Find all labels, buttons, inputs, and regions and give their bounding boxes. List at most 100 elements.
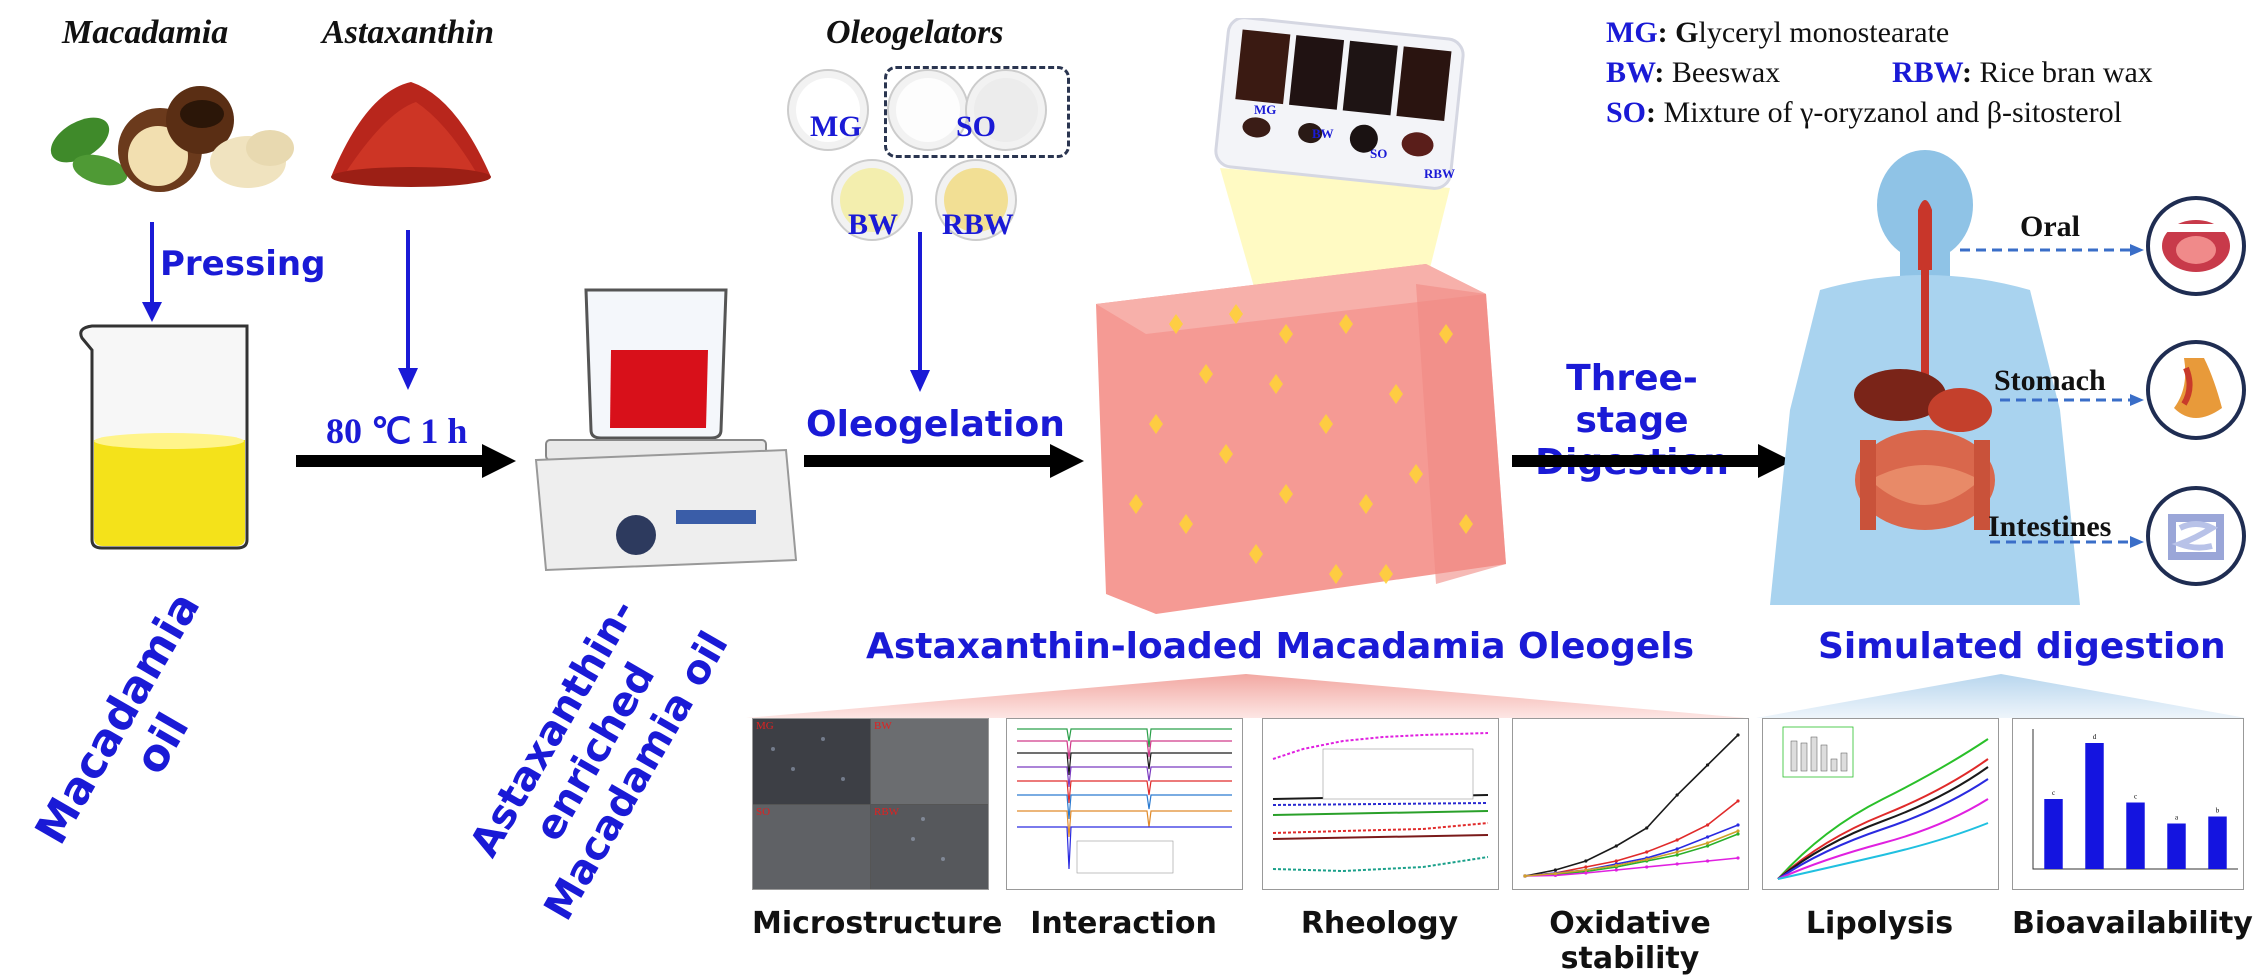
ox-data-point — [1614, 863, 1618, 868]
rheology-panel — [1262, 718, 1499, 890]
ox-data-point — [1584, 859, 1588, 863]
body-leader-lines — [1960, 244, 2144, 548]
ox-data-point — [1736, 856, 1740, 860]
micro-label-rbw: RBW — [874, 806, 900, 818]
oleogels-wedge — [746, 674, 1746, 718]
gelator-so: SO — [956, 110, 997, 143]
ox-data-point — [1675, 850, 1679, 854]
jar-label-so: SO — [1370, 146, 1388, 161]
ox-data-point — [1705, 835, 1710, 839]
hotplate-stirrer-image — [534, 288, 798, 572]
gelator-mg: MG — [810, 110, 862, 143]
ox-data-point — [1736, 829, 1740, 833]
ox-data-point — [1523, 874, 1527, 878]
ox-data-point — [1614, 868, 1618, 872]
ox-data-point — [1553, 872, 1558, 876]
astaxanthin-label: Astaxanthin — [322, 14, 494, 51]
ox-data-point — [1736, 832, 1740, 836]
legend-so: SO: Mixture of γ-oryzanol and β-sitoster… — [1606, 96, 2122, 129]
digestion-arrow — [1512, 444, 1792, 478]
ox-data-point — [1675, 793, 1679, 797]
ox-data-point — [1705, 844, 1710, 848]
gelator-bw: BW — [848, 208, 899, 241]
ox-data-point — [1675, 847, 1679, 851]
interaction-panel — [1006, 718, 1243, 890]
ox-data-point — [1645, 857, 1649, 862]
caption-rheology: Rheology — [1300, 906, 1459, 941]
ox-data-point — [1736, 733, 1740, 737]
bio-bar — [2208, 816, 2227, 869]
oral-label: Oral — [2020, 210, 2080, 243]
legend-so-key: SO — [1606, 96, 1647, 129]
heating-label: 80 ℃ 1 h — [326, 411, 468, 451]
enriched-oil-label: Astaxanthin-enriched Macadamia oil — [425, 530, 765, 974]
caption-oxidative-stability: Oxidative stability — [1549, 906, 1711, 976]
digestion-step-line1: Three-stage — [1566, 358, 1698, 441]
legend-so-text: Mixture of γ-oryzanol and β-sitosterol — [1663, 96, 2122, 129]
caption-interaction: Interaction — [1030, 906, 1217, 941]
stomach-label: Stomach — [1994, 364, 2106, 397]
bio-sig-letter: b — [2216, 807, 2220, 815]
pressing-label: Pressing — [160, 244, 326, 284]
ox-data-point — [1584, 868, 1588, 872]
bio-bar — [2126, 802, 2145, 869]
ox-data-point — [1614, 859, 1618, 863]
oral-icon — [2146, 196, 2246, 296]
bio-bar — [2167, 823, 2186, 869]
legend-mg-letter: G — [1675, 16, 1699, 49]
ox-data-point — [1705, 763, 1710, 767]
oleogelator-dishes — [787, 69, 1047, 241]
ox-data-point — [1645, 850, 1649, 854]
microstructure-panel — [752, 718, 989, 890]
ox-data-point — [1614, 844, 1618, 848]
caption-lipolysis: Lipolysis — [1805, 906, 1954, 941]
bio-bar — [2044, 799, 2063, 869]
legend-bw-text: Beeswax — [1671, 56, 1781, 89]
bio-sig-letter: d — [2093, 733, 2097, 741]
oleogels-section-title: Astaxanthin-loaded Macadamia Oleogels — [866, 626, 1695, 667]
ox-series-line — [1524, 830, 1739, 877]
human-body-digestive-image — [1770, 150, 2080, 605]
legend-mg: MG: Glyceryl monostearate — [1606, 16, 1950, 49]
intestines-label: Intestines — [1988, 510, 2112, 543]
digestion-section-title: Simulated digestion — [1818, 626, 2226, 667]
oleogel-jars-photo — [1214, 18, 1465, 308]
stomach-icon — [2146, 340, 2246, 440]
ox-data-point — [1584, 865, 1588, 869]
pressing-arrow — [142, 222, 162, 322]
oleogel-cube — [1096, 264, 1506, 614]
jar-label-rbw: RBW — [1424, 166, 1456, 181]
micro-label-mg: MG — [756, 720, 774, 732]
ox-series-line — [1524, 833, 1739, 877]
gelator-rbw: RBW — [942, 208, 1014, 241]
caption-microstructure: Microstructure — [752, 906, 1003, 941]
digestion-wedge — [1756, 674, 2246, 718]
legend-rbw-text: Rice bran wax — [1979, 56, 2153, 89]
legend-bw: BW: Beeswax — [1606, 56, 1781, 89]
ox-data-point — [1705, 823, 1710, 827]
intestines-icon — [2146, 486, 2246, 586]
micro-label-so: SO — [756, 806, 771, 818]
bio-sig-letter: a — [2175, 814, 2179, 822]
oleogelators-label: Oleogelators — [826, 14, 1004, 51]
ox-series-line — [1524, 734, 1739, 877]
oleogelation-label: Oleogelation — [806, 404, 1065, 445]
ox-series-line — [1524, 857, 1739, 877]
so-bw-group-box — [884, 66, 1070, 158]
jar-label-mg: MG — [1254, 102, 1277, 117]
ox-data-point — [1675, 853, 1679, 857]
astaxanthin-arrow — [398, 230, 418, 390]
legend-mg-text: lyceryl monostearate — [1698, 16, 1950, 49]
oleogelators-arrow — [910, 232, 930, 392]
macadamia-oil-label: Macadamia oil — [25, 583, 211, 853]
ox-data-point — [1736, 799, 1740, 803]
jar-label-bw: BW — [1312, 126, 1334, 141]
macadamia-nuts-image — [50, 86, 294, 192]
ox-data-point — [1584, 871, 1588, 875]
ox-data-point — [1675, 862, 1679, 866]
macadamia-label: Macadamia — [62, 14, 229, 51]
ox-data-point — [1705, 841, 1710, 845]
bio-bar — [2085, 743, 2104, 869]
macadamia-oil-beaker — [79, 324, 249, 550]
